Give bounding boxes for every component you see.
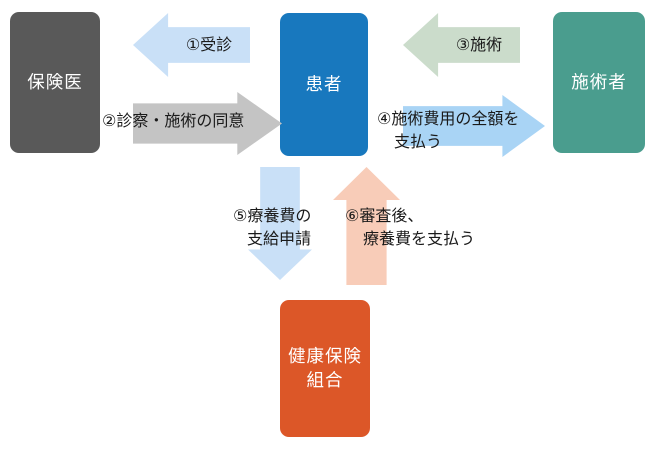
arrow-6-label-line2: 療養費を支払う: [363, 231, 476, 248]
node-practitioner-label: 施術者: [571, 71, 627, 92]
arrow-4-label: ④施術費用の全額を 支払う: [377, 108, 519, 154]
node-practitioner: 施術者: [553, 12, 645, 153]
arrow-4-label-line1: ④施術費用の全額を: [377, 111, 520, 128]
arrow-3-label: ③施術: [455, 37, 503, 54]
node-insurance-union-label: 健康保険 組合: [288, 345, 362, 392]
node-patient: 患者: [280, 13, 368, 156]
arrow-6-label-line1: ⑥審査後、: [345, 208, 424, 225]
node-insurance-union: 健康保険 組合: [280, 300, 370, 437]
arrow-5-label-line2: 支給申請: [247, 231, 312, 248]
arrow-5-label-line1: ⑤療養費の: [233, 208, 312, 225]
node-patient-label: 患者: [305, 73, 343, 94]
arrow-5-label: ⑤療養費の 支給申請: [233, 205, 311, 251]
node-insurance-doctor: 保険医: [10, 12, 100, 153]
arrow-1-label: ①受診: [185, 37, 233, 54]
node-insurance-union-label-line2: 組合: [306, 369, 344, 390]
arrow-6-label: ⑥審査後、 療養費を支払う: [345, 205, 475, 251]
arrow-2-label: ②診察・施術の同意: [102, 113, 245, 130]
arrow-4-label-line2: 支払う: [394, 134, 443, 151]
node-insurance-union-label-line1: 健康保険: [288, 345, 362, 366]
node-insurance-doctor-label: 保険医: [27, 71, 83, 92]
